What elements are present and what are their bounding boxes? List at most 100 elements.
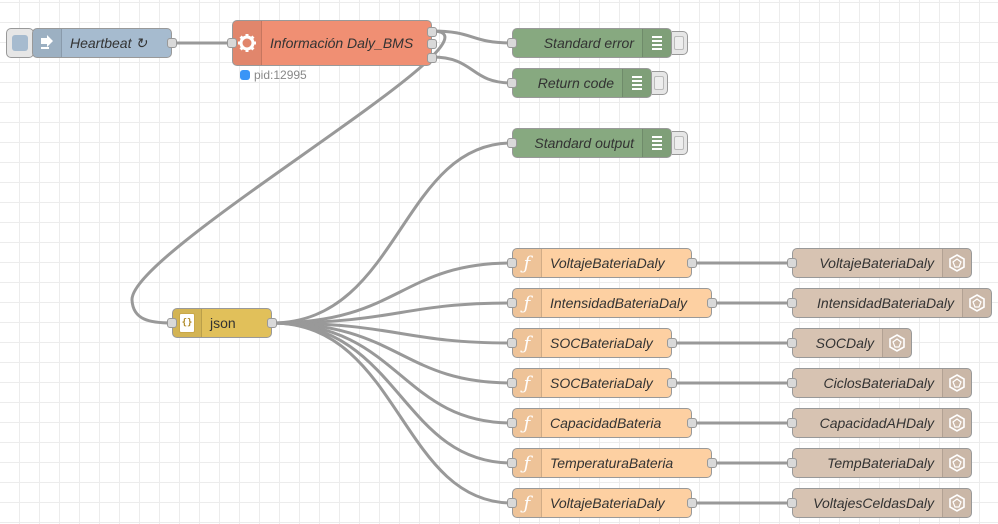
- output-port[interactable]: [687, 418, 697, 428]
- input-port[interactable]: [227, 38, 237, 48]
- input-port[interactable]: [507, 298, 517, 308]
- input-port[interactable]: [507, 498, 517, 508]
- node-label: VoltajeBateriaDaly: [550, 255, 665, 271]
- node-label: Standard output: [534, 135, 634, 151]
- wire[interactable]: [271, 141, 513, 325]
- node-label: VoltajeBateriaDaly: [550, 495, 665, 511]
- gauge-node[interactable]: TempBateriaDaly: [787, 448, 972, 478]
- input-port[interactable]: [167, 318, 177, 328]
- output-port[interactable]: [687, 258, 697, 268]
- gauge-icon: [942, 489, 971, 517]
- output-port-stdout[interactable]: [427, 27, 437, 37]
- gauge-icon: [942, 449, 971, 477]
- debug-icon: [642, 29, 671, 57]
- debug-toggle-face: [654, 76, 664, 90]
- wire[interactable]: [271, 321, 513, 385]
- function-icon: ƒ: [513, 489, 542, 517]
- input-port[interactable]: [507, 78, 517, 88]
- function-icon: ƒ: [513, 409, 542, 437]
- output-port[interactable]: [707, 298, 717, 308]
- debug-toggle-face: [674, 136, 684, 150]
- input-port[interactable]: [787, 418, 797, 428]
- gauge-icon: [962, 289, 991, 317]
- input-port[interactable]: [787, 378, 797, 388]
- inject-trigger-button[interactable]: [6, 28, 34, 58]
- debug-node-return-code[interactable]: Return code: [507, 68, 652, 98]
- output-port[interactable]: [707, 458, 717, 468]
- function-node[interactable]: ƒ SOCBateriaDaly: [507, 328, 677, 358]
- inject-icon: [33, 29, 62, 57]
- output-port[interactable]: [267, 318, 277, 328]
- output-port[interactable]: [167, 38, 177, 48]
- wire[interactable]: [271, 321, 513, 505]
- function-node[interactable]: ƒ SOCBateriaDaly: [507, 368, 677, 398]
- input-port[interactable]: [507, 258, 517, 268]
- output-port[interactable]: [687, 498, 697, 508]
- input-port[interactable]: [507, 338, 517, 348]
- json-node[interactable]: {} json: [167, 308, 277, 338]
- input-port[interactable]: [787, 458, 797, 468]
- debug-node-standard-output[interactable]: Standard output: [507, 128, 672, 158]
- output-port-stderr[interactable]: [427, 39, 437, 49]
- node-label: VoltajesCeldasDaly: [813, 495, 934, 511]
- function-node[interactable]: ƒ VoltajeBateriaDaly: [507, 248, 697, 278]
- wire[interactable]: [271, 321, 513, 425]
- input-port[interactable]: [507, 138, 517, 148]
- debug-toggle-button[interactable]: [672, 131, 688, 155]
- gauge-icon: [942, 409, 971, 437]
- node-label: SOCBateriaDaly: [550, 335, 653, 351]
- output-port[interactable]: [667, 338, 677, 348]
- input-port[interactable]: [787, 298, 797, 308]
- input-port[interactable]: [507, 458, 517, 468]
- gauge-node[interactable]: VoltajeBateriaDaly: [787, 248, 972, 278]
- input-port[interactable]: [507, 38, 517, 48]
- gear-icon: [233, 21, 262, 65]
- debug-node-standard-error[interactable]: Standard error: [507, 28, 672, 58]
- input-port[interactable]: [787, 258, 797, 268]
- inject-node-heartbeat[interactable]: Heartbeat ↻: [32, 28, 177, 58]
- json-icon: {}: [173, 309, 202, 337]
- gauge-node[interactable]: CiclosBateriaDaly: [787, 368, 972, 398]
- node-label: SOCDaly: [815, 335, 874, 351]
- function-icon: ƒ: [513, 369, 542, 397]
- wire[interactable]: [271, 301, 513, 325]
- input-port[interactable]: [787, 498, 797, 508]
- function-node[interactable]: ƒ VoltajeBateriaDaly: [507, 488, 697, 518]
- debug-toggle-button[interactable]: [652, 71, 668, 95]
- node-label: CapacidadBateria: [550, 415, 662, 431]
- wire[interactable]: [271, 321, 513, 345]
- input-port[interactable]: [507, 378, 517, 388]
- node-label: TempBateriaDaly: [827, 455, 934, 471]
- node-label: Standard error: [543, 35, 634, 51]
- gauge-node[interactable]: CapacidadAHDaly: [787, 408, 972, 438]
- node-label: IntensidadBateriaDaly: [550, 295, 687, 311]
- debug-toggle-face: [674, 36, 684, 50]
- node-label: VoltajeBateriaDaly: [819, 255, 934, 271]
- node-label: TemperaturaBateria: [550, 455, 674, 471]
- output-port-return[interactable]: [427, 53, 437, 63]
- gauge-icon: [942, 249, 971, 277]
- exec-node-informacion-daly-bms[interactable]: Información Daly_BMS: [227, 20, 437, 66]
- input-port[interactable]: [787, 338, 797, 348]
- wire[interactable]: [271, 261, 513, 325]
- gauge-icon: [882, 329, 911, 357]
- debug-toggle-button[interactable]: [672, 31, 688, 55]
- function-node[interactable]: ƒ CapacidadBateria: [507, 408, 697, 438]
- wire[interactable]: [431, 55, 513, 85]
- function-node[interactable]: ƒ TemperaturaBateria: [507, 448, 717, 478]
- inject-button-face: [12, 35, 28, 51]
- input-port[interactable]: [507, 418, 517, 428]
- status-text: pid:12995: [254, 68, 307, 82]
- gauge-node[interactable]: VoltajesCeldasDaly: [787, 488, 972, 518]
- gauge-node[interactable]: SOCDaly: [787, 328, 912, 358]
- gauge-node[interactable]: IntensidadBateriaDaly: [787, 288, 992, 318]
- function-icon: ƒ: [513, 329, 542, 357]
- wire[interactable]: [271, 321, 513, 465]
- function-icon: ƒ: [513, 449, 542, 477]
- output-port[interactable]: [667, 378, 677, 388]
- node-label: IntensidadBateriaDaly: [817, 295, 954, 311]
- wire[interactable]: [431, 29, 513, 45]
- function-node[interactable]: ƒ IntensidadBateriaDaly: [507, 288, 717, 318]
- status-dot-icon: [240, 70, 250, 80]
